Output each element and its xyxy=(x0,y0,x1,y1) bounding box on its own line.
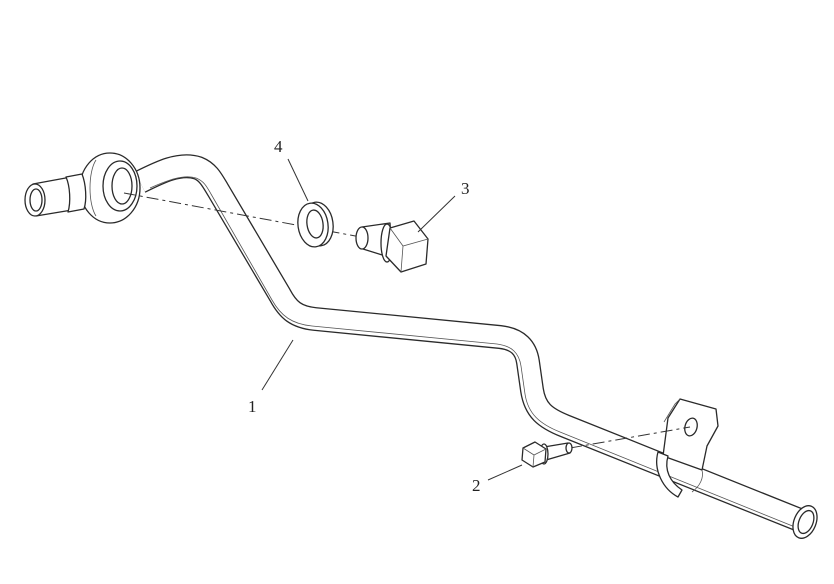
callout-label-3: 3 xyxy=(461,179,470,198)
inlet-tube-bore xyxy=(29,188,43,212)
sealing-washer xyxy=(297,201,334,248)
inlet-tube-collar xyxy=(65,173,87,213)
callout-leader-3 xyxy=(417,195,456,233)
banjo-bolt-hex-faces xyxy=(389,227,429,273)
callout-label-4: 4 xyxy=(274,137,283,156)
banjo-bolt xyxy=(355,220,429,273)
banjo-fitting-edge xyxy=(89,159,97,217)
callout-leader-2 xyxy=(487,464,523,481)
pipe-fill xyxy=(135,155,806,531)
bracket-tab-edge xyxy=(663,398,681,423)
washer-hole xyxy=(306,209,324,239)
banjo-bolt-hex-head xyxy=(385,220,429,273)
callout-leader-4 xyxy=(287,158,309,202)
callout-label-2: 2 xyxy=(472,476,481,495)
bracket-hole xyxy=(684,417,698,437)
bracket-bolt-hex-head xyxy=(521,441,547,468)
banjo-bolt-tip xyxy=(355,226,369,250)
pipe-assembly xyxy=(24,152,818,539)
banjo-assembly-axis xyxy=(123,192,367,239)
bracket-bolt xyxy=(521,441,573,468)
bracket-bolt-tip xyxy=(565,442,573,454)
callout-leader-1 xyxy=(261,339,294,391)
bracket-bolt-hex-faces xyxy=(522,447,547,468)
bracket-band-rear xyxy=(691,469,703,493)
bracket-assembly-axis xyxy=(569,426,691,449)
banjo-fitting-bore xyxy=(111,167,133,205)
pipe-highlight-line xyxy=(149,176,796,528)
callout-label-1: 1 xyxy=(248,397,257,416)
pipe-outlet-bore xyxy=(797,509,815,535)
bracket-band xyxy=(656,451,683,498)
